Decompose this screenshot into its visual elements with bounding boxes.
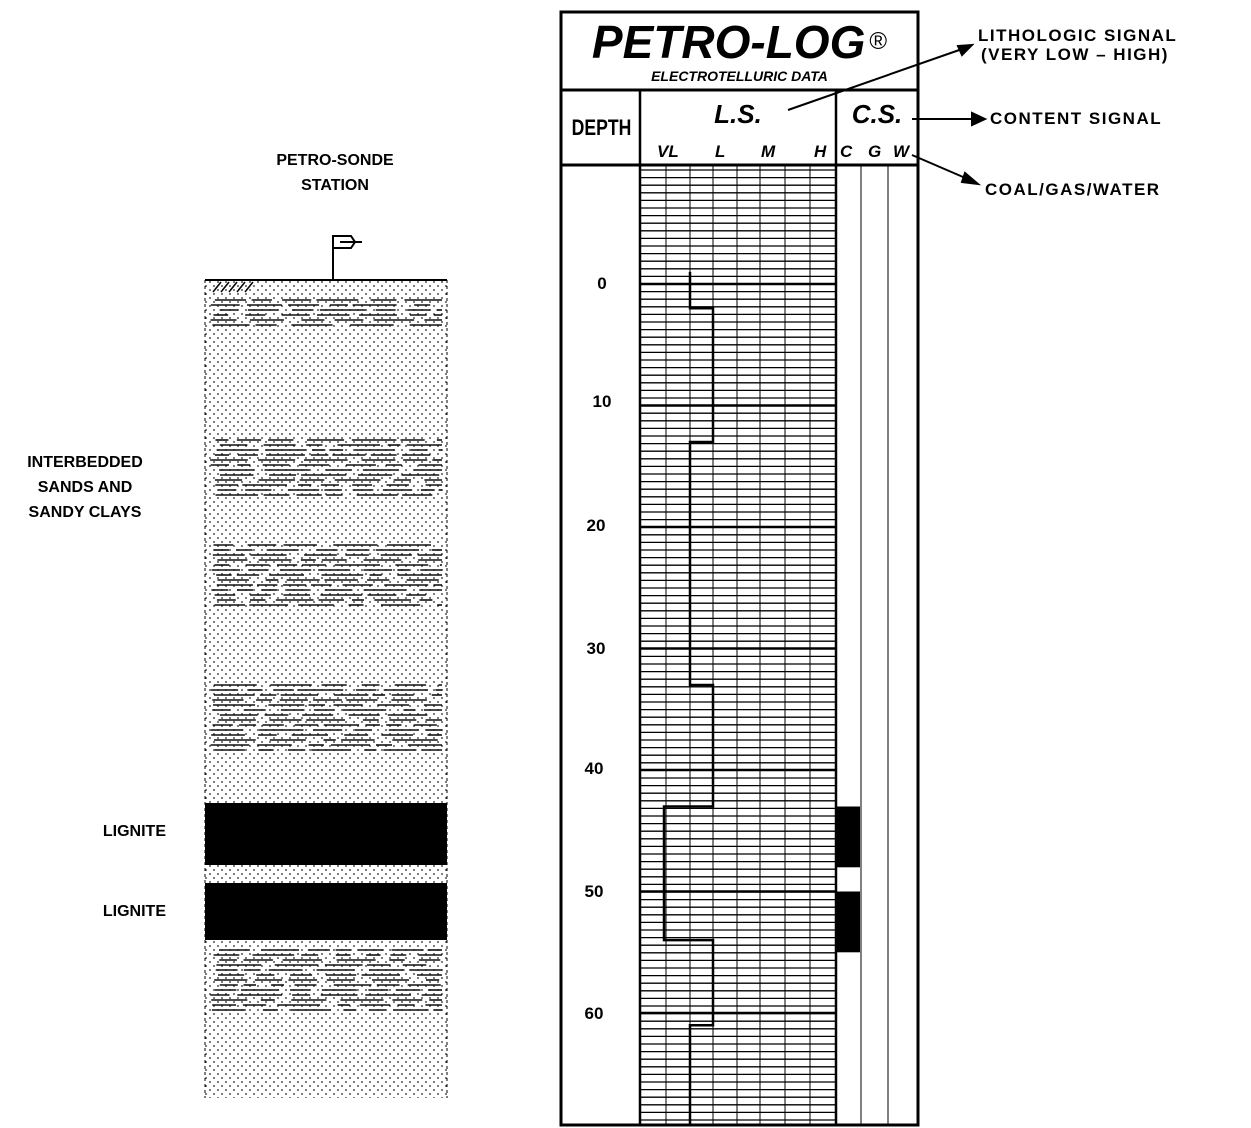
cs-col-c: C	[840, 142, 853, 161]
coal-gas-water-callout: COAL/GAS/WATER	[985, 180, 1161, 199]
content-signal-callout: CONTENT SIGNAL	[990, 109, 1163, 128]
station-label-line1: PETRO-SONDE	[276, 152, 394, 169]
lithologic-signal-curve	[662, 271, 715, 1125]
depth-label-0: 0	[597, 274, 607, 293]
formation-label-line2: SANDS AND	[37, 479, 133, 496]
log-title-block: PETRO-LOG® ELECTROTELLURIC DATA	[563, 12, 916, 90]
callout-pointers	[787, 43, 988, 186]
cs-header: C.S.	[851, 99, 903, 129]
depth-label-10: 10	[592, 392, 612, 411]
content-signal-blocks	[836, 806, 860, 953]
cs-col-w: W	[893, 142, 910, 161]
station-label: PETRO-SONDE STATION	[250, 151, 420, 195]
lignite-seam-upper	[205, 803, 447, 865]
cs-col-g: G	[868, 142, 882, 161]
stratigraphic-column	[204, 279, 448, 1098]
lignite-label-upper: LIGNITE	[102, 823, 166, 840]
log-title: PETRO-LOG®	[563, 18, 916, 66]
coal-signal-block-1	[836, 806, 860, 868]
petro-log-strip	[559, 10, 920, 1127]
ls-col-m: M	[761, 142, 776, 161]
ls-header: L.S.	[714, 99, 762, 129]
depth-ticks	[640, 282, 836, 1015]
log-frame	[559, 10, 920, 1127]
log-title-text: PETRO-LOG	[591, 16, 866, 68]
log-subtitle: ELECTROTELLURIC DATA	[651, 68, 828, 84]
station-label-line2: STATION	[301, 177, 369, 194]
formation-label-line3: SANDY CLAYS	[28, 504, 142, 521]
sand-fill	[205, 280, 447, 1098]
depth-label-30: 30	[586, 639, 606, 658]
depth-label-40: 40	[584, 759, 604, 778]
ls-col-h: H	[814, 142, 827, 161]
clay-lenses	[210, 299, 442, 1011]
cs-columns	[860, 165, 889, 1125]
ls-col-vl: VL	[657, 142, 679, 161]
lignite-seam-lower	[205, 883, 447, 940]
lithologic-signal-callout: LITHOLOGIC SIGNAL (VERY LOW – HIGH)	[978, 26, 1177, 64]
coal-signal-block-2	[836, 891, 860, 953]
depth-label-50: 50	[584, 882, 604, 901]
formation-label-line1: INTERBEDDED	[27, 454, 143, 471]
lithologic-pointer	[787, 47, 966, 111]
lithologic-signal-line2: (VERY LOW – HIGH)	[981, 45, 1169, 64]
formation-label: INTERBEDDED SANDS AND SANDY CLAYS	[5, 450, 165, 525]
depth-label-60: 60	[584, 1004, 604, 1023]
coal-gas-water-pointer	[911, 154, 971, 181]
lithologic-signal-line1: LITHOLOGIC SIGNAL	[978, 26, 1178, 45]
ls-col-l: L	[715, 142, 726, 161]
lignite-label-lower: LIGNITE	[102, 903, 166, 920]
surface-hatch	[212, 281, 254, 293]
depth-label-20: 20	[586, 516, 606, 535]
flag-icon	[332, 235, 362, 280]
registered-mark: ®	[869, 28, 888, 55]
depth-header: DEPTH	[571, 115, 632, 140]
